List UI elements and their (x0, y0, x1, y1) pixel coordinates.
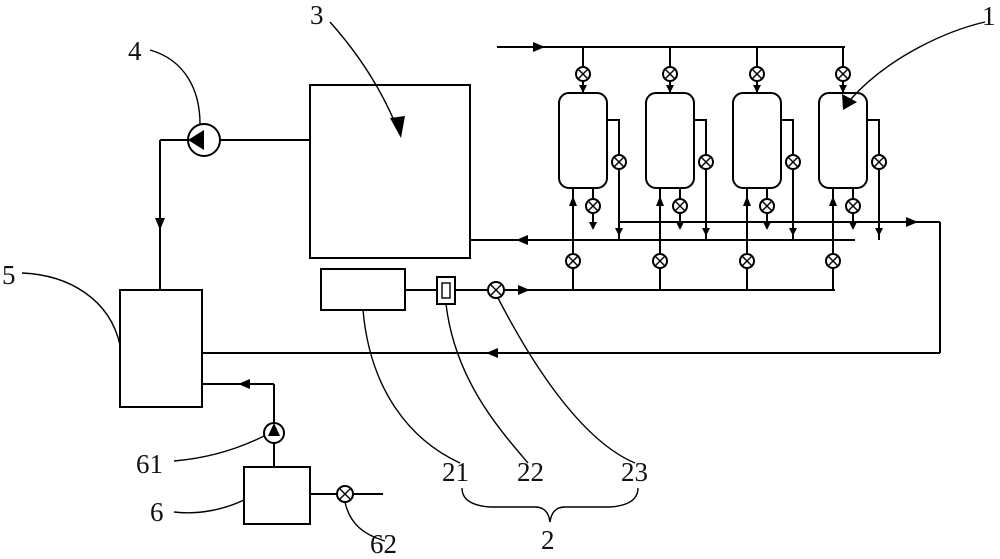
flow-arrow-icon (579, 85, 587, 93)
label-4: 4 (128, 36, 142, 66)
flow-arrow-icon (789, 228, 797, 236)
flow-arrow-icon (518, 285, 530, 295)
label-1: 1 (982, 1, 996, 31)
flow-arrow-icon (743, 196, 751, 206)
valve-icon (611, 154, 627, 170)
valve-icon (662, 66, 678, 82)
valve-icon (336, 485, 354, 503)
valve-icon (845, 198, 861, 214)
flow-arrow-icon (676, 222, 684, 230)
flow-arrow-icon (849, 222, 857, 230)
flow-arrow-icon (702, 228, 710, 236)
pump-4-line (155, 123, 310, 290)
flow-arrow-icon (615, 228, 623, 236)
flow-arrow-icon (829, 196, 837, 206)
label-2: 2 (541, 525, 555, 555)
label-62: 62 (370, 529, 397, 559)
reactor-vessel-icon (818, 92, 868, 189)
leader-lines (21, 21, 986, 542)
box-21 (320, 268, 406, 311)
label-23: 23 (621, 457, 648, 487)
flow-arrow-icon (763, 222, 771, 230)
flow-arrow-icon (839, 85, 847, 93)
flow-arrow-icon (656, 196, 664, 206)
reactor-vessel-1 (558, 47, 627, 290)
valve-icon (825, 253, 841, 269)
flow-arrow-icon (238, 379, 250, 389)
reactor-vessel-4 (818, 47, 887, 290)
collection-line (202, 217, 941, 358)
supply-tank-6 (243, 466, 311, 525)
supply-line (202, 379, 383, 525)
reactor-vessel-icon (732, 92, 782, 189)
tank-3 (309, 84, 471, 259)
flow-arrow-icon (569, 196, 577, 206)
label-5: 5 (2, 260, 16, 290)
label-6: 6 (150, 497, 164, 527)
valve-icon (871, 154, 887, 170)
valve-icon (652, 253, 668, 269)
label-3: 3 (310, 0, 324, 30)
label-61: 61 (136, 449, 163, 479)
valve-icon (565, 253, 581, 269)
valve-icon (672, 198, 688, 214)
reactor-vessel-icon (558, 92, 608, 189)
valve-icon (835, 66, 851, 82)
label-22: 22 (517, 457, 544, 487)
valve-icon (749, 66, 765, 82)
valve-icon (698, 154, 714, 170)
reactor-vessel-icon (645, 92, 695, 189)
flow-arrow-icon (486, 348, 498, 358)
flow-arrow-icon (875, 228, 883, 236)
flow-arrow-icon (155, 218, 165, 230)
flow-arrow-icon (533, 42, 545, 52)
label-21: 21 (442, 457, 469, 487)
valve-icon (585, 198, 601, 214)
meter-22 (436, 276, 456, 305)
valve-icon (785, 154, 801, 170)
return-line-to-tank (470, 235, 855, 245)
flow-arrow-icon (589, 222, 597, 230)
pump-icon (187, 123, 221, 157)
sampling-line (405, 285, 835, 295)
pump-icon (263, 422, 285, 444)
flow-arrow-icon (666, 85, 674, 93)
reactor-vessel-2 (645, 47, 714, 290)
flow-arrow-icon (906, 217, 918, 227)
flow-arrow-icon (516, 235, 528, 245)
reactor-group (558, 47, 887, 290)
reactor-vessel-3 (732, 47, 801, 290)
valve-icon (739, 253, 755, 269)
valve-icon (575, 66, 591, 82)
buffer-tank-5 (119, 289, 203, 408)
flow-arrow-icon (753, 85, 761, 93)
valve-icon (487, 281, 505, 299)
valve-icon (759, 198, 775, 214)
